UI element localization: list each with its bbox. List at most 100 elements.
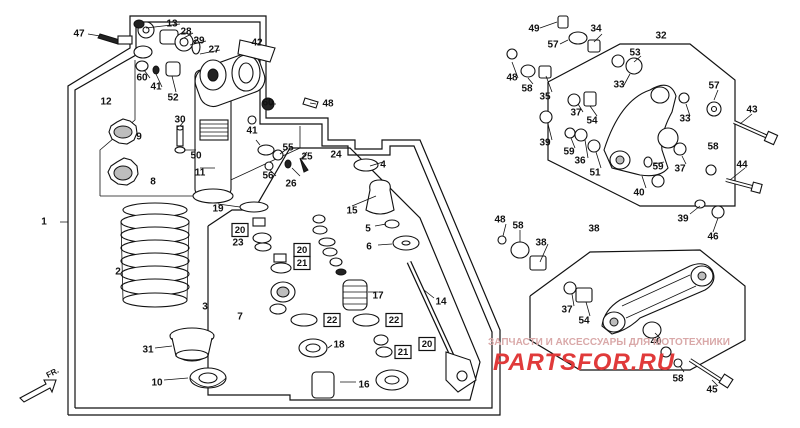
part-callout-29: 29 (193, 36, 205, 47)
part-callout-60: 60 (262, 98, 274, 109)
part-callout-46: 46 (707, 232, 719, 243)
part-callout-37: 37 (561, 305, 573, 316)
spring (120, 202, 190, 308)
part-callout-19: 19 (212, 204, 224, 215)
part-callout-26: 26 (285, 179, 297, 190)
part-callout-31: 31 (142, 345, 154, 356)
boxed-callout-20: 20 (231, 222, 249, 238)
washers (290, 313, 393, 358)
part-callout-37: 37 (570, 108, 582, 119)
part-callout-24: 24 (330, 150, 342, 161)
lower-cup-10 (189, 367, 227, 389)
leader-lines (60, 21, 753, 387)
part-callout-44: 44 (736, 160, 748, 171)
part-callout-17: 17 (372, 291, 384, 302)
part-callout-33: 33 (679, 114, 691, 125)
boxed-callout-20: 20 (418, 336, 436, 352)
boxed-callout-label: 20 (422, 339, 433, 350)
part-callout-40: 40 (633, 188, 645, 199)
part-callout-8: 8 (150, 177, 156, 188)
part-callout-7: 7 (237, 312, 243, 323)
bump-rubber-17 (342, 279, 368, 311)
boxed-callout-21: 21 (394, 344, 412, 360)
part-callout-33: 33 (613, 80, 625, 91)
part-callout-32: 32 (655, 31, 667, 42)
part-callout-57: 57 (547, 40, 559, 51)
bottom-parts-16 (311, 369, 409, 399)
frame-outline-cushion-rod (529, 249, 746, 371)
seal-parts-19-23 (239, 201, 292, 274)
part-callout-51: 51 (589, 168, 601, 179)
part-callout-41: 41 (150, 82, 162, 93)
watermark: ЗАПЧАСТИ И АКСЕССУАРЫ ДЛЯ МОТОТЕХНИКИ PA… (488, 337, 730, 376)
part-callout-11: 11 (195, 168, 206, 179)
cushion-rod-hardware (497, 235, 683, 368)
front-direction-label: FR. (45, 366, 61, 380)
bolt-43 (733, 120, 779, 146)
damper-rod-14 (406, 260, 477, 393)
part-callout-18: 18 (333, 340, 345, 351)
front-direction-arrow: FR. (19, 366, 61, 403)
damper-stack (269, 214, 347, 315)
frame-outline-cushion-arm (547, 43, 736, 207)
part-callout-40: 40 (650, 337, 662, 348)
part-callout-47: 47 (73, 29, 85, 40)
part-callout-43: 43 (746, 105, 758, 116)
part-callout-1: 1 (41, 217, 47, 228)
boxed-callout-label: 22 (327, 315, 338, 326)
part-callout-36: 36 (574, 156, 586, 167)
boxed-callout-label: 22 (389, 315, 400, 326)
part-callout-45: 45 (706, 385, 718, 396)
part-callout-37: 37 (674, 164, 686, 175)
boxed-callout-label: 21 (398, 347, 409, 358)
part-callout-39: 39 (677, 214, 689, 225)
boxed-callout-label: 20 (297, 245, 308, 256)
part-callout-34: 34 (590, 24, 602, 35)
part-callout-38: 38 (588, 224, 600, 235)
part-callout-56: 56 (262, 171, 274, 182)
part-callout-59: 59 (563, 147, 575, 158)
reservoir-cap-15 (353, 158, 420, 251)
watermark-brand: PARTSFOR.RU (493, 349, 675, 376)
part-callout-58: 58 (521, 84, 533, 95)
part-callout-57: 57 (708, 81, 720, 92)
part-callout-14: 14 (435, 297, 447, 308)
part-callout-58: 58 (707, 142, 719, 153)
part-callout-30: 30 (174, 115, 186, 126)
part-callout-6: 6 (366, 242, 372, 253)
part-callout-60: 60 (136, 73, 148, 84)
watermark-tagline: ЗАПЧАСТИ И АКСЕССУАРЫ ДЛЯ МОТОТЕХНИКИ (488, 337, 730, 348)
boxed-callout-21: 21 (293, 255, 311, 271)
part-callout-39: 39 (539, 138, 551, 149)
part-callout-55: 55 (282, 143, 294, 154)
part-callout-48: 48 (494, 215, 506, 226)
bolt-45 (688, 358, 734, 389)
cushion-rod-38 (601, 263, 715, 335)
part-callout-10: 10 (151, 378, 163, 389)
part-callout-3: 3 (202, 302, 208, 313)
bolt-30 (174, 125, 186, 154)
part-callout-25: 25 (301, 152, 313, 163)
boxed-callout-20: 20 (293, 242, 311, 258)
part-callout-15: 15 (346, 206, 358, 217)
part-callout-2: 2 (115, 267, 121, 278)
boxed-callout-22: 22 (385, 312, 403, 328)
bolt-44 (725, 178, 763, 194)
part-callout-38: 38 (535, 238, 547, 249)
part-callout-54: 54 (578, 316, 590, 327)
top-mount-parts (97, 19, 319, 125)
part-callout-53: 53 (629, 48, 641, 59)
boxed-callout-label: 20 (235, 225, 246, 236)
shock-body (192, 39, 276, 204)
part-callout-4: 4 (380, 160, 386, 171)
part-callout-9: 9 (136, 132, 142, 143)
lower-seat-31 (169, 327, 215, 362)
part-callout-48: 48 (506, 73, 518, 84)
part-callout-13: 13 (166, 19, 178, 30)
part-callout-16: 16 (358, 380, 370, 391)
frame-outline-shock (67, 15, 501, 416)
part-callout-58: 58 (672, 374, 684, 385)
part-callout-27: 27 (208, 45, 220, 56)
boxed-callout-22: 22 (323, 312, 341, 328)
